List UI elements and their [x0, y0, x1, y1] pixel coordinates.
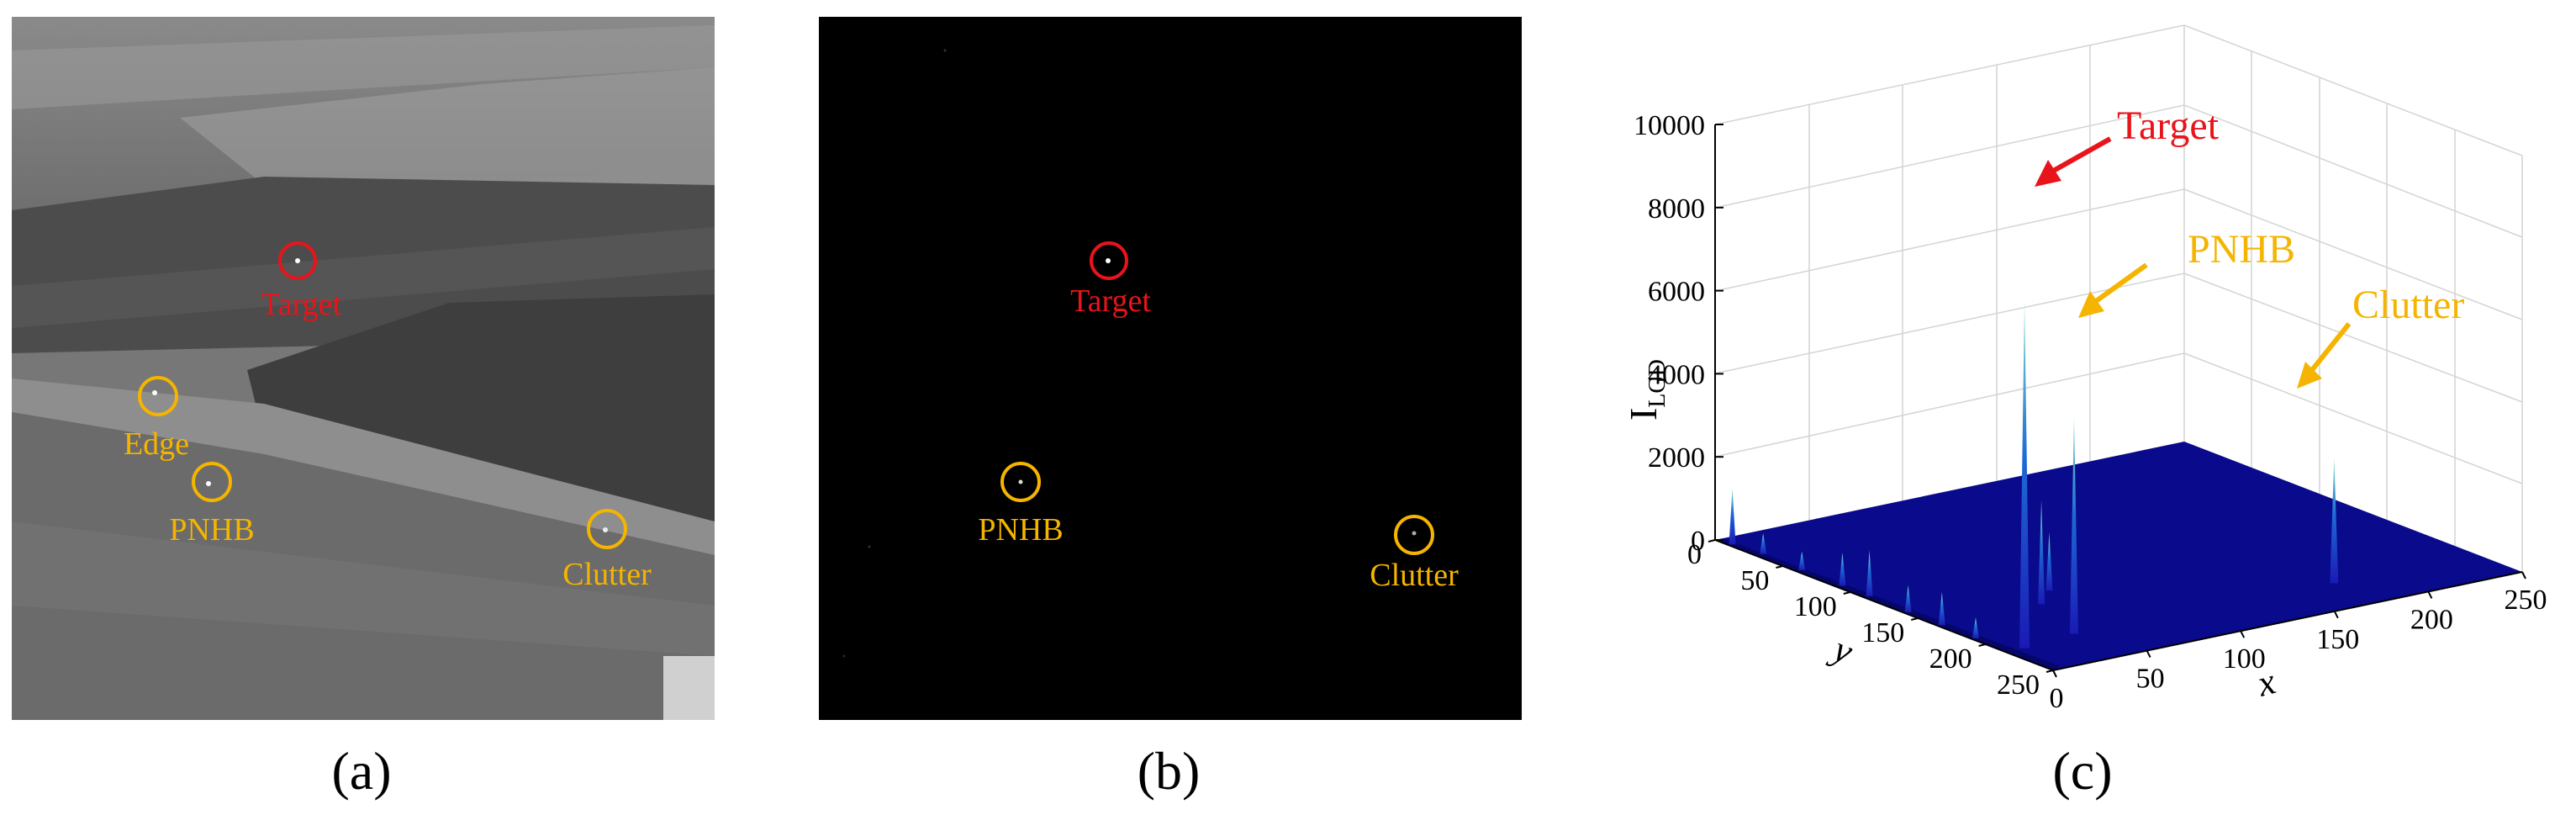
z-tick-label: 4000 — [1648, 359, 1705, 390]
z-tick-label: 0 — [1691, 526, 1705, 557]
y-axis-ticks: 0 50 100 150 200 250 — [1687, 539, 2054, 701]
clutter-marker — [587, 509, 627, 549]
panel-b-caption: (b) — [1137, 741, 1201, 801]
clutter-marker — [1394, 515, 1434, 555]
y-tick-mark — [1910, 617, 1919, 621]
x-tick-label: 0 — [2050, 683, 2064, 714]
panel-a-caption: (a) — [331, 741, 392, 801]
y-tick-mark — [1708, 539, 1716, 542]
z-tick-label: 10000 — [1634, 110, 1705, 141]
pnhb-marker — [192, 462, 232, 502]
x-tick-mark — [2052, 669, 2057, 678]
axes — [1714, 124, 2523, 671]
clutter-label: Clutter — [1370, 558, 1459, 593]
x-tick-mark — [2521, 571, 2526, 579]
target-label: Target — [261, 287, 341, 322]
target-marker — [1090, 241, 1128, 280]
x-tick-label: 150 — [2316, 624, 2359, 655]
target-peak — [2019, 303, 2030, 648]
background-spike — [1760, 533, 1767, 554]
background-spike — [1904, 585, 1912, 612]
z-tick-label: 6000 — [1648, 277, 1705, 308]
infrared-scene-image — [12, 17, 715, 720]
x-tick-mark — [2333, 611, 2339, 619]
y-tick-label: 250 — [1997, 669, 2040, 701]
detection-map-drawing — [819, 17, 1522, 720]
pnhb-label: PNHB — [169, 512, 254, 548]
panel-c-caption: (c) — [2052, 741, 2113, 801]
y-tick-label: 150 — [1861, 617, 1904, 648]
minor-peak — [2038, 500, 2045, 605]
z-tick-label: 2000 — [1648, 442, 1705, 474]
y-tick-label: 100 — [1794, 591, 1837, 622]
surface-floor — [1715, 442, 2522, 670]
background-spike — [1729, 488, 1736, 545]
background-spike — [1866, 550, 1873, 596]
x-tick-mark — [2146, 650, 2151, 659]
y-tick-mark — [1776, 565, 1783, 569]
clutter-label: Clutter — [562, 557, 652, 592]
clutter-peak — [2330, 458, 2339, 584]
clutter-annotation: Clutter — [2352, 283, 2464, 327]
x-tick-label: 100 — [2223, 643, 2266, 675]
target-marker — [278, 241, 317, 280]
minor-peak — [2045, 532, 2053, 591]
y-tick-label: 0 — [1687, 539, 1702, 570]
z-axis-ticks: 0 2000 4000 6000 8000 10000 — [1634, 110, 1723, 557]
x-axis-ticks: 0 50 100 150 200 250 — [2050, 571, 2547, 714]
pnhb-arrowhead — [2078, 291, 2104, 318]
x-axis-label: x — [2252, 660, 2280, 705]
y-tick-mark — [2045, 669, 2054, 673]
background-spike — [1798, 551, 1806, 570]
background-spike — [1839, 552, 1846, 586]
surface-peaks — [1729, 303, 2339, 648]
x-tick-label: 50 — [2136, 664, 2165, 695]
background-spike — [1972, 617, 1979, 638]
z-axis-label: ILGD — [1622, 359, 1671, 421]
annotations: Target PNHB Clutter — [2035, 103, 2464, 389]
x-tick-mark — [2427, 590, 2433, 599]
pnhb-label: PNHB — [978, 512, 1063, 548]
edge-label: Edge — [124, 426, 189, 462]
y-tick-label: 50 — [1740, 565, 1769, 596]
pnhb-annotation: PNHB — [2188, 227, 2295, 272]
pnhb-marker — [1000, 462, 1041, 502]
grid-back-walls — [1714, 24, 2523, 572]
z-tick-label: 8000 — [1648, 193, 1705, 225]
panel-a-markers: Target Edge PNHB Clutter — [124, 241, 652, 592]
target-arrowhead — [2035, 160, 2061, 187]
target-annotation: Target — [2117, 103, 2220, 148]
x-tick-label: 200 — [2410, 604, 2453, 635]
edge-marker — [138, 376, 178, 416]
background-spike — [1938, 591, 1945, 626]
target-label: Target — [1070, 283, 1151, 319]
x-tick-mark — [2240, 630, 2246, 638]
clutter-arrowhead — [2297, 362, 2322, 389]
infrared-scene-drawing — [12, 17, 715, 720]
x-tick-label: 250 — [2505, 585, 2547, 616]
detection-map-image — [819, 17, 1522, 720]
y-tick-mark — [1843, 591, 1851, 595]
y-tick-mark — [1978, 643, 1986, 647]
y-tick-label: 200 — [1929, 643, 1972, 675]
panel-b-markers: Target PNHB Clutter — [978, 241, 1459, 593]
y-axis-label: y — [1825, 627, 1860, 672]
pnhb-peak — [2069, 417, 2078, 634]
